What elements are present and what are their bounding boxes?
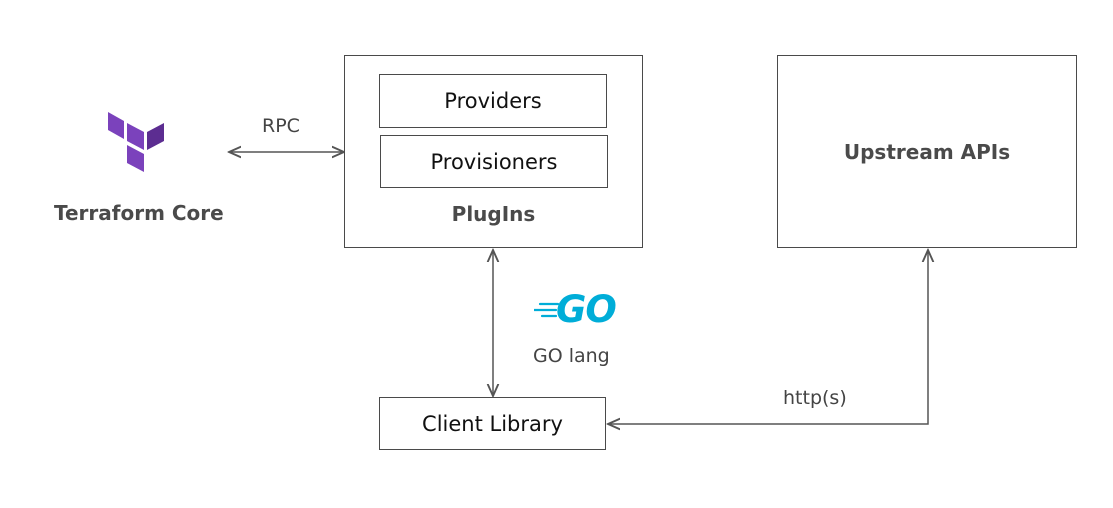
plugins-label: PlugIns	[451, 202, 536, 226]
http-arrow	[608, 250, 928, 424]
client-library-box: Client Library	[379, 397, 606, 450]
http-label: http(s)	[783, 387, 847, 409]
provisioners-label: Provisioners	[430, 149, 558, 174]
rpc-label: RPC	[262, 115, 300, 137]
go-logo-text: GO	[556, 288, 617, 331]
client-library-label: Client Library	[422, 411, 563, 436]
terraform-core-label: Terraform Core	[54, 201, 224, 225]
providers-label: Providers	[444, 89, 542, 113]
go-lang-label: GO lang	[533, 345, 610, 367]
terraform-logo-icon	[108, 112, 164, 172]
upstream-apis-label: Upstream APIs	[843, 140, 1011, 164]
go-logo: GO	[534, 288, 624, 332]
plugins-box	[344, 55, 643, 248]
upstream-apis-box	[777, 55, 1077, 248]
providers-box: Providers	[379, 74, 607, 128]
provisioners-box: Provisioners	[380, 135, 608, 188]
go-speed-lines-icon	[534, 302, 560, 318]
